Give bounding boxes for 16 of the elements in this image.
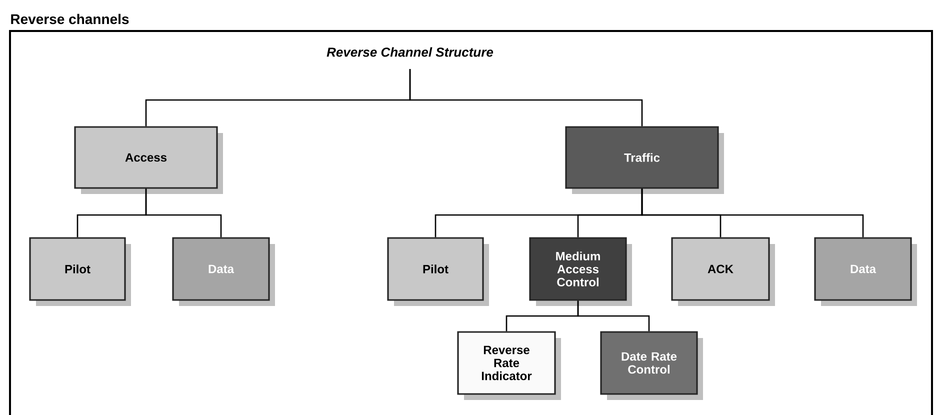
box: ACK xyxy=(671,237,775,306)
box: Data xyxy=(172,237,275,306)
connector xyxy=(409,68,643,126)
box: Medium Access Control xyxy=(529,237,632,306)
box: Reverse Rate Indicator xyxy=(457,331,561,400)
connector xyxy=(641,188,864,238)
connector xyxy=(145,188,222,238)
box: Pilot xyxy=(29,237,131,306)
chart-title: Reverse Channel Structure xyxy=(326,47,494,57)
box: Pilot xyxy=(387,237,489,306)
heading: Reverse channels xyxy=(11,14,129,24)
box: Data xyxy=(814,237,918,306)
box: Date Rate Control xyxy=(600,331,703,400)
box: Traffic xyxy=(565,126,724,194)
box: Access xyxy=(74,126,223,194)
connector xyxy=(577,300,650,332)
